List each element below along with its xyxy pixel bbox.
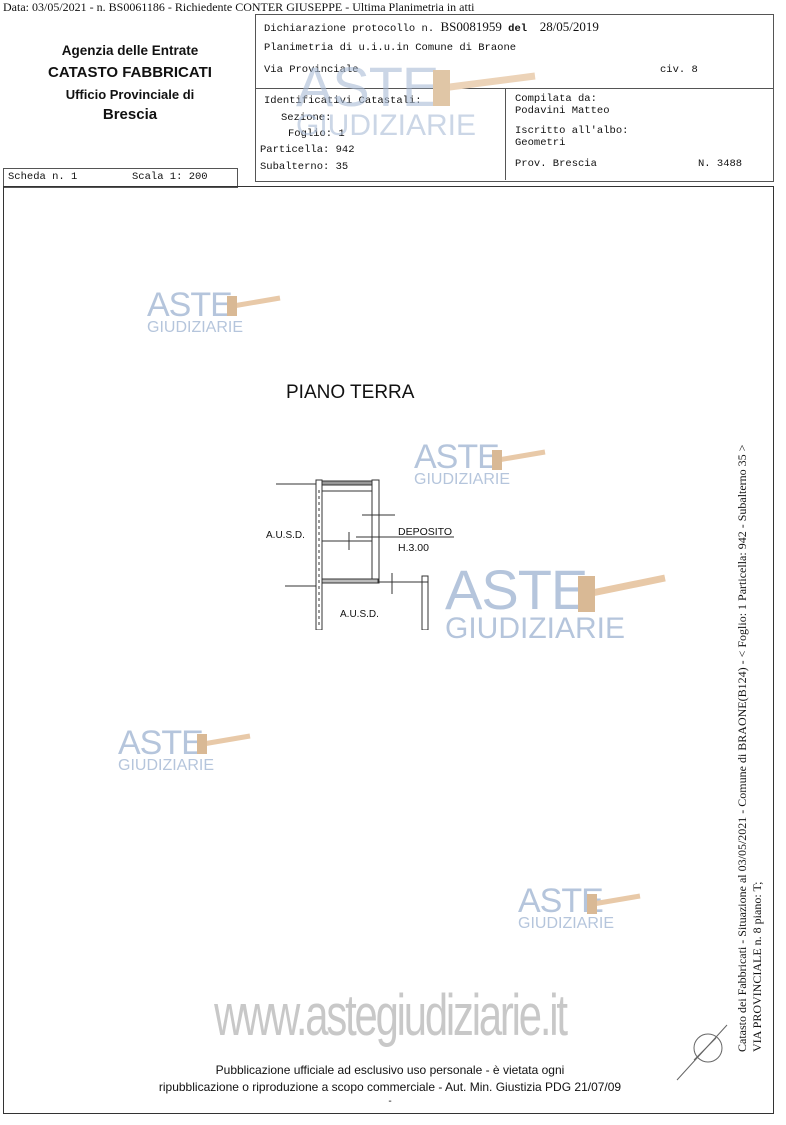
scheda-number: Scheda n. 1 bbox=[8, 171, 78, 183]
sezione: Sezione: bbox=[281, 112, 332, 124]
north-arrow-icon bbox=[676, 1024, 728, 1081]
particella: Particella: 942 bbox=[260, 144, 355, 156]
iscritto-value: Geometri bbox=[515, 137, 566, 149]
drawing-frame bbox=[3, 186, 774, 1114]
del-label: del bbox=[508, 23, 528, 35]
identificativi-label: Identificativi Catastali: bbox=[264, 95, 422, 107]
protocol-number: BS0081959 bbox=[440, 19, 502, 34]
watermark-giudiziarie: GIUDIZIARIE bbox=[518, 914, 615, 932]
office-city: Brescia bbox=[102, 106, 158, 123]
dichiarazione-label: Dichiarazione protocollo n. BS0081959 de… bbox=[264, 19, 599, 35]
header-box bbox=[255, 14, 774, 182]
footer-line2: ripubblicazione o riproduzione a scopo c… bbox=[158, 1080, 622, 1094]
address-civic: civ. 8 bbox=[660, 64, 698, 76]
compilata-label: Compilata da: bbox=[515, 93, 597, 105]
gavel-icon bbox=[227, 295, 281, 316]
watermark-aste: ASTE bbox=[414, 438, 500, 476]
divider bbox=[255, 88, 773, 89]
planimetria-line: Planimetria di u.i.u.in Comune di Braone bbox=[264, 42, 517, 54]
address-street: Via Provinciale bbox=[264, 64, 359, 76]
gavel-icon bbox=[492, 449, 546, 470]
watermark-aste: ASTE bbox=[296, 55, 439, 118]
wall-left bbox=[315, 479, 323, 630]
registration-number: N. 3488 bbox=[698, 158, 743, 170]
gavel-icon bbox=[197, 733, 251, 754]
scheda-box bbox=[3, 168, 238, 188]
iscritto-label: Iscritto all'albo: bbox=[515, 125, 629, 137]
watermark-aste: ASTE bbox=[118, 724, 204, 762]
watermark-giudiziarie: GIUDIZIARIE bbox=[118, 756, 215, 774]
watermark-giudiziarie: GIUDIZIARIE bbox=[414, 470, 511, 488]
watermark-giudiziarie: GIUDIZIARIE bbox=[147, 318, 244, 336]
room-label-ausd-bottom: A.U.S.D. bbox=[340, 609, 379, 620]
gavel-icon bbox=[587, 893, 641, 914]
agency-name: Agenzia delle Entrate bbox=[61, 43, 199, 58]
footer-line1: Pubblicazione ufficiale ad esclusivo uso… bbox=[215, 1063, 565, 1077]
divider bbox=[505, 88, 506, 180]
document-info-line: Data: 03/05/2021 - n. BS0061186 - Richie… bbox=[3, 0, 475, 14]
office-label: Ufficio Provinciale di bbox=[65, 87, 195, 102]
watermark-giudiziarie: GIUDIZIARIE bbox=[445, 612, 626, 646]
gavel-icon bbox=[433, 70, 536, 106]
wall-right bbox=[371, 479, 380, 584]
scale: Scala 1: 200 bbox=[132, 171, 208, 183]
dichiarazione-text: Dichiarazione protocollo n. bbox=[264, 23, 435, 35]
protocol-date: 28/05/2019 bbox=[539, 19, 599, 34]
watermark-aste: ASTE bbox=[445, 558, 588, 621]
foglio: Foglio: 1 bbox=[288, 128, 345, 140]
watermark-aste: ASTE bbox=[147, 286, 233, 324]
province: Prov. Brescia bbox=[515, 158, 597, 170]
watermark-url: www.astegiudiziarie.it bbox=[214, 983, 568, 1048]
floor-title: PIANO TERRA bbox=[286, 382, 415, 403]
catasto-title: CATASTO FABBRICATI bbox=[48, 64, 212, 81]
side-cadastral-info: Catasto dei Fabbricati - Situazione al 0… bbox=[735, 445, 765, 1052]
watermark-giudiziarie: GIUDIZIARIE bbox=[296, 109, 477, 143]
room-label-ausd-left: A.U.S.D. bbox=[266, 530, 305, 541]
subalterno: Subalterno: 35 bbox=[260, 161, 349, 173]
room-height: H.3.00 bbox=[398, 542, 429, 554]
side-text-line1: Catasto dei Fabbricati - Situazione al 0… bbox=[735, 444, 749, 1052]
compilata-name: Podavini Matteo bbox=[515, 105, 610, 117]
room-label-deposito: DEPOSITO bbox=[398, 526, 453, 538]
floor-plan-drawing bbox=[276, 479, 454, 630]
gavel-icon bbox=[578, 574, 666, 612]
side-text-line2: VIA PROVINCIALE n. 8 piano: T; bbox=[750, 881, 764, 1052]
footer-dash: - bbox=[388, 1096, 392, 1107]
